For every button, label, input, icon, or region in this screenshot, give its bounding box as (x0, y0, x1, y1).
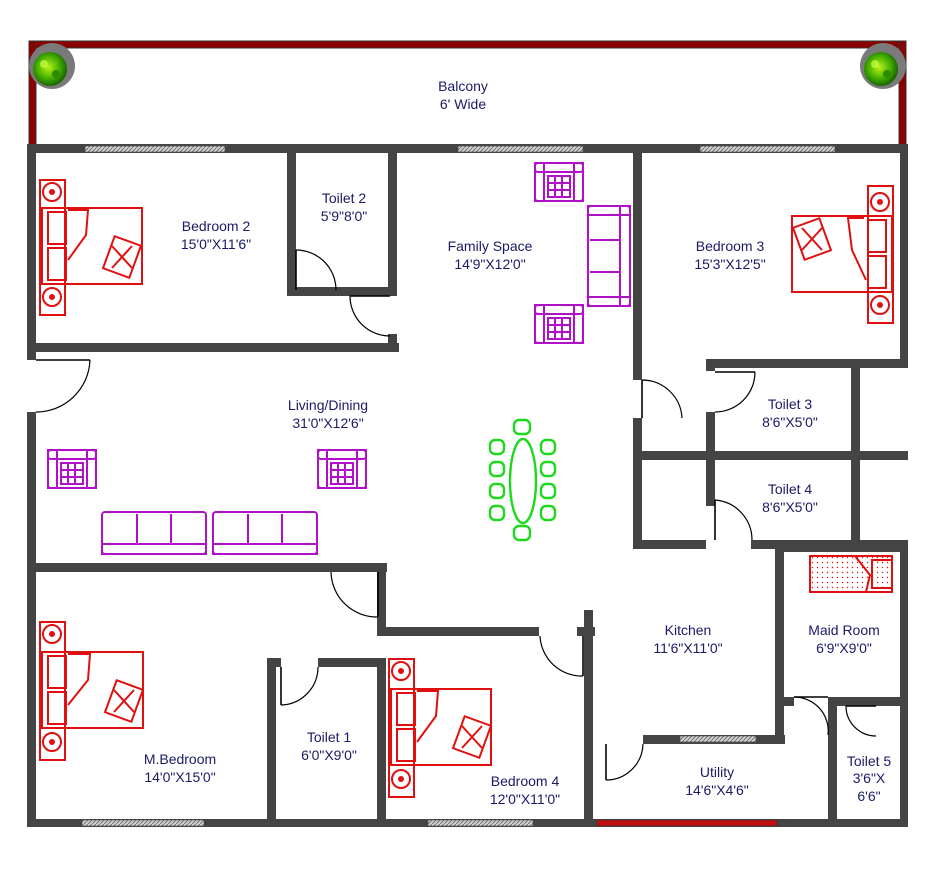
door-bedroom2 (349, 295, 391, 337)
bed-bedroom3 (791, 185, 894, 324)
bed-master-bedroom (39, 621, 145, 761)
toilet1-label: Toilet 1 (307, 729, 352, 745)
toilet4-size: 8'6"X5'0" (762, 499, 818, 515)
plant-icon (29, 43, 75, 89)
sofa-set-family (534, 162, 631, 344)
windows (81, 145, 836, 827)
plant-icon (860, 43, 906, 89)
maid-room-label: Maid Room (808, 622, 880, 638)
toilet2-size: 5'9"8'0" (321, 208, 367, 224)
living-dining-label: Living/Dining (288, 397, 368, 413)
toilet5-size-line1: 3'6"X (853, 770, 886, 786)
bed-maid-room (809, 555, 893, 593)
sofa-set-living (47, 449, 367, 555)
family-space-label: Family Space (448, 238, 533, 254)
bedroom2-size: 15'0"X11'6" (181, 236, 251, 252)
toilet5-size-line2: 6'6" (857, 788, 880, 804)
dining-table (488, 418, 557, 542)
master-bedroom-size: 14'0"X15'0" (144, 769, 215, 785)
living-dining-size: 31'0"X12'6" (292, 415, 363, 431)
toilet3-size: 8'6"X5'0" (762, 414, 818, 430)
toilet2-label: Toilet 2 (322, 190, 367, 206)
toilet5-label: Toilet 5 (847, 753, 892, 769)
door-master-bedroom (330, 571, 379, 618)
door-toilet2 (295, 249, 337, 291)
door-maid-room (793, 696, 829, 736)
door-toilet5 (845, 705, 877, 737)
master-bedroom-label: M.Bedroom (144, 751, 216, 767)
door-main-entrance (35, 359, 91, 413)
kitchen-size: 11'6"X11'0" (653, 640, 722, 656)
bed-bedroom2 (39, 179, 143, 316)
bedroom3-label: Bedroom 3 (696, 238, 765, 254)
kitchen-label: Kitchen (665, 622, 712, 638)
utility-label: Utility (700, 764, 734, 780)
room-labels: Balcony 6' Wide Bedroom 2 15'0"X11'6" To… (144, 78, 892, 807)
bedroom2-label: Bedroom 2 (182, 218, 251, 234)
door-toilet4 (714, 499, 753, 541)
door-utility (605, 743, 644, 781)
balcony (28, 40, 907, 147)
maid-room-size: 6'9"X9'0" (816, 640, 872, 656)
balcony-label: Balcony (438, 78, 488, 94)
door-toilet3 (714, 371, 756, 413)
toilet1-size: 6'0"X9'0" (301, 747, 357, 763)
bed-bedroom4 (388, 658, 493, 798)
bedroom4-label: Bedroom 4 (491, 773, 560, 789)
utility-size: 14'6"X4'6" (685, 782, 749, 798)
bedroom3-size: 15'3"X12'5" (694, 256, 765, 272)
balcony-size: 6' Wide (440, 96, 486, 112)
door-bedroom3 (641, 379, 683, 419)
toilet3-label: Toilet 3 (768, 396, 813, 412)
family-space-size: 14'9"X12'0" (454, 256, 525, 272)
toilet4-label: Toilet 4 (768, 481, 813, 497)
door-bedroom4 (539, 635, 584, 677)
door-toilet1 (280, 666, 319, 706)
doors (35, 249, 877, 781)
bedroom4-size: 12'0"X11'0" (490, 791, 560, 807)
